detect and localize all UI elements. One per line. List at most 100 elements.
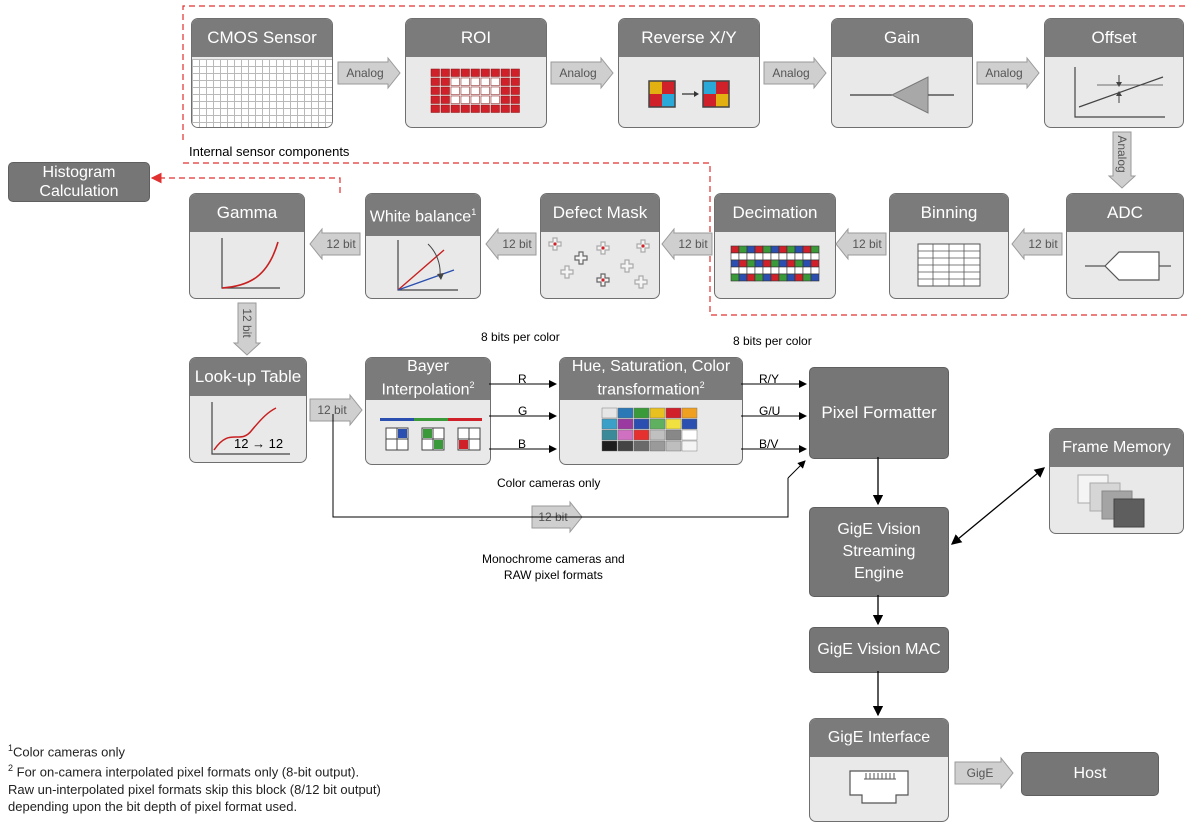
gige-vision-mac-box: GigE Vision MAC <box>809 627 949 673</box>
rgb-in-g: G <box>518 404 528 418</box>
reverse-xy-block: Reverse X/Y <box>618 18 760 128</box>
svg-text:12 bit: 12 bit <box>502 237 532 251</box>
roi-grid-icon <box>406 57 546 127</box>
svg-text:GigE: GigE <box>967 766 994 780</box>
gige-vision-mac-label: GigE Vision MAC <box>817 641 941 658</box>
streaming-engine-label: GigE Vision Streaming Engine <box>837 521 921 582</box>
bit-arrow-decimation-defect <box>661 227 713 261</box>
decimation-title: Decimation <box>715 194 835 232</box>
defect-cross <box>560 265 574 279</box>
offset-title: Offset <box>1045 19 1183 57</box>
roi-title: ROI <box>406 19 546 57</box>
analog-arrow-3 <box>763 56 827 90</box>
footnote-1-sup: 1 <box>8 743 14 753</box>
histogram-calculation-box: Histogram Calculation <box>8 162 150 202</box>
cmos-sensor-title: CMOS Sensor <box>192 19 332 57</box>
bit-arrow-gamma-lut <box>232 302 262 356</box>
frame-memory-title: Frame Memory <box>1050 429 1183 467</box>
white-balance-icon <box>366 236 480 298</box>
decimation-grid-icon <box>715 232 835 298</box>
frame-stack-icon <box>1050 467 1183 533</box>
footnote-2-sup: 2 <box>8 763 14 774</box>
histogram-calculation-label: Histogram Calculation <box>39 164 119 200</box>
defect-cross <box>620 259 634 273</box>
svg-text:12 bit: 12 bit <box>240 308 254 338</box>
bayer-label: Bayer Interpolation <box>381 358 470 399</box>
decimation-block: Decimation <box>714 193 836 299</box>
svg-text:Analog: Analog <box>346 66 383 80</box>
bayer-sup: 2 <box>469 380 475 391</box>
svg-text:Analog: Analog <box>1115 135 1129 172</box>
gige-interface-block: GigE Interface <box>809 718 949 822</box>
footnote-4: depending upon the bit depth of pixel fo… <box>8 798 298 814</box>
defect-mask-title: Defect Mask <box>541 194 659 232</box>
streaming-engine-box: GigE Vision Streaming Engine <box>809 507 949 597</box>
analog-arrow-1 <box>337 56 401 90</box>
gain-block: Gain <box>831 18 973 128</box>
bits-per-color-label-1: 8 bits per color <box>481 330 560 344</box>
sensor-grid-icon <box>192 59 332 127</box>
bayer-title: Bayer Interpolation2 <box>366 358 490 400</box>
svg-text:Analog: Analog <box>559 66 596 80</box>
bit-arrow-defect-wb <box>485 227 537 261</box>
white-balance-block: White balance1 <box>365 193 481 299</box>
svg-text:Analog: Analog <box>772 66 809 80</box>
bayer-block: Bayer Interpolation2 <box>365 357 491 465</box>
footnote-2-text: For on-camera interpolated pixel formats… <box>13 764 360 780</box>
pixel-formatter-label: Pixel Formatter <box>821 403 937 422</box>
rgb-in-r: R <box>518 372 527 386</box>
lookup-caption: 12 → 12 <box>234 436 284 451</box>
bit-arrow-wb-gamma <box>309 227 361 261</box>
bypass-arrow <box>787 460 806 479</box>
svg-text:12 bit: 12 bit <box>317 403 347 417</box>
bits-per-color-label-2: 8 bits per color <box>733 334 812 348</box>
color-checker-icon <box>560 400 742 464</box>
monochrome-label: Monochrome cameras and RAW pixel formats <box>482 552 625 582</box>
color-cameras-only-label: Color cameras only <box>497 476 601 490</box>
white-balance-label: White balance <box>369 208 472 226</box>
roi-block: ROI <box>405 18 547 128</box>
defect-cross <box>634 275 648 289</box>
footnote-2: 2 For on-camera interpolated pixel forma… <box>8 760 381 780</box>
hue-saturation-title: Hue, Saturation, Color transformation2 <box>560 358 742 400</box>
defect-cross <box>574 251 588 265</box>
bit-arrow-bypass <box>531 500 583 534</box>
hue-saturation-sup: 2 <box>699 380 705 391</box>
rgb-out-gu: G/U <box>759 404 781 418</box>
analog-down-arrow <box>1107 131 1137 189</box>
binning-grid-icon <box>890 232 1008 298</box>
footnote-1: 1Color cameras only <box>8 740 381 760</box>
analog-arrow-4 <box>976 56 1040 90</box>
gain-title: Gain <box>832 19 972 57</box>
hue-saturation-label: Hue, Saturation, Color transformation <box>571 358 731 399</box>
adc-symbol-icon <box>1067 232 1183 298</box>
binning-block: Binning <box>889 193 1009 299</box>
bit-arrow-lut-bayer <box>309 393 363 427</box>
analog-arrow-2 <box>550 56 614 90</box>
footnote-1-text: Color cameras only <box>13 744 126 760</box>
svg-text:12 bit: 12 bit <box>1028 237 1058 251</box>
pixel-formatter-box: Pixel Formatter <box>809 367 949 459</box>
white-balance-title: White balance1 <box>366 194 480 236</box>
footnotes: 1Color cameras only 2 For on-camera inte… <box>8 740 381 815</box>
defect-pixels-icon <box>541 232 659 298</box>
adc-title: ADC <box>1067 194 1183 232</box>
rgb-out-bv: B/V <box>759 437 779 451</box>
adc-block: ADC <box>1066 193 1184 299</box>
svg-text:12 bit: 12 bit <box>538 510 568 524</box>
offset-block: Offset <box>1044 18 1184 128</box>
ethernet-port-icon <box>810 757 948 821</box>
hue-saturation-block: Hue, Saturation, Color transformation2 <box>559 357 743 465</box>
bayer-pattern-icon <box>366 400 490 464</box>
host-box: Host <box>1021 752 1159 796</box>
histogram-arrow <box>150 172 341 193</box>
gige-arrow <box>954 756 1014 790</box>
svg-text:12 bit: 12 bit <box>852 237 882 251</box>
footnote-3: Raw un-interpolated pixel formats skip t… <box>8 781 381 797</box>
amplifier-icon <box>832 57 972 127</box>
svg-text:12 bit: 12 bit <box>326 237 356 251</box>
rgb-out-ry: R/Y <box>759 372 780 386</box>
lookup-table-title: Look-up Table <box>190 358 306 396</box>
bit-arrow-adc-binning <box>1011 227 1063 261</box>
reverse-xy-icon <box>619 57 759 127</box>
